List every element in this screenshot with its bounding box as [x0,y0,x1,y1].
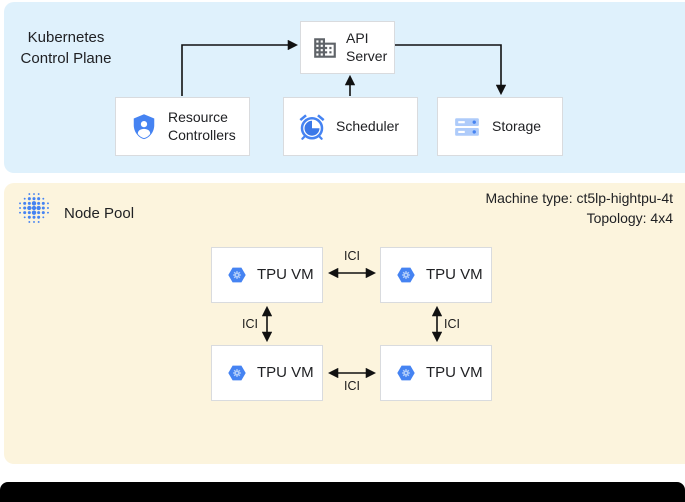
storage-node: Storage [437,97,563,156]
tpu-hexagon-icon [226,362,248,384]
tpu-hexagon-icon [395,264,417,286]
ici-label-top: ICI [344,249,360,263]
resource-controllers-node: Resource Controllers [115,97,250,156]
tpu-vm-node-3: TPU VM [211,345,323,401]
tpu-vm-node-2: TPU VM [380,247,492,303]
node-pool-panel [4,183,685,464]
tpu-hexagon-icon [395,362,417,384]
alarm-clock-icon [297,112,327,142]
tpu-vm-label: TPU VM [426,363,483,381]
topology-text: Topology: 4x4 [586,209,673,226]
node-pool-title: Node Pool [64,205,135,222]
node-pool-dots-icon [19,193,49,223]
tpu-vm-label: TPU VM [426,265,483,283]
scheduler-node: Scheduler [283,97,418,156]
api-server-node: API Server [300,21,395,74]
ici-label-right: ICI [444,317,460,331]
api-server-label: API Server [346,30,388,64]
tpu-hexagon-icon [226,264,248,286]
tpu-vm-node-1: TPU VM [211,247,323,303]
storage-stack-icon [452,112,482,142]
building-icon [312,35,338,61]
control-plane-title: Kubernetes Control Plane [20,29,112,68]
scheduler-label: Scheduler [336,117,400,134]
tpu-vm-label: TPU VM [257,265,314,283]
ici-label-left: ICI [242,317,258,331]
tpu-vm-node-4: TPU VM [380,345,492,401]
bottom-panel-edge [0,482,685,502]
resource-controllers-label: Resource Controllers [168,109,236,143]
machine-type-text: Machine type: ct5lp-hightpu-4t [485,190,673,206]
node-pool-metadata: Machine type: ct5lp-hightpu-4t Topology:… [485,189,673,228]
ici-label-bottom: ICI [344,379,360,393]
shield-user-icon [129,112,159,142]
storage-label: Storage [492,117,542,134]
tpu-vm-label: TPU VM [257,363,314,381]
